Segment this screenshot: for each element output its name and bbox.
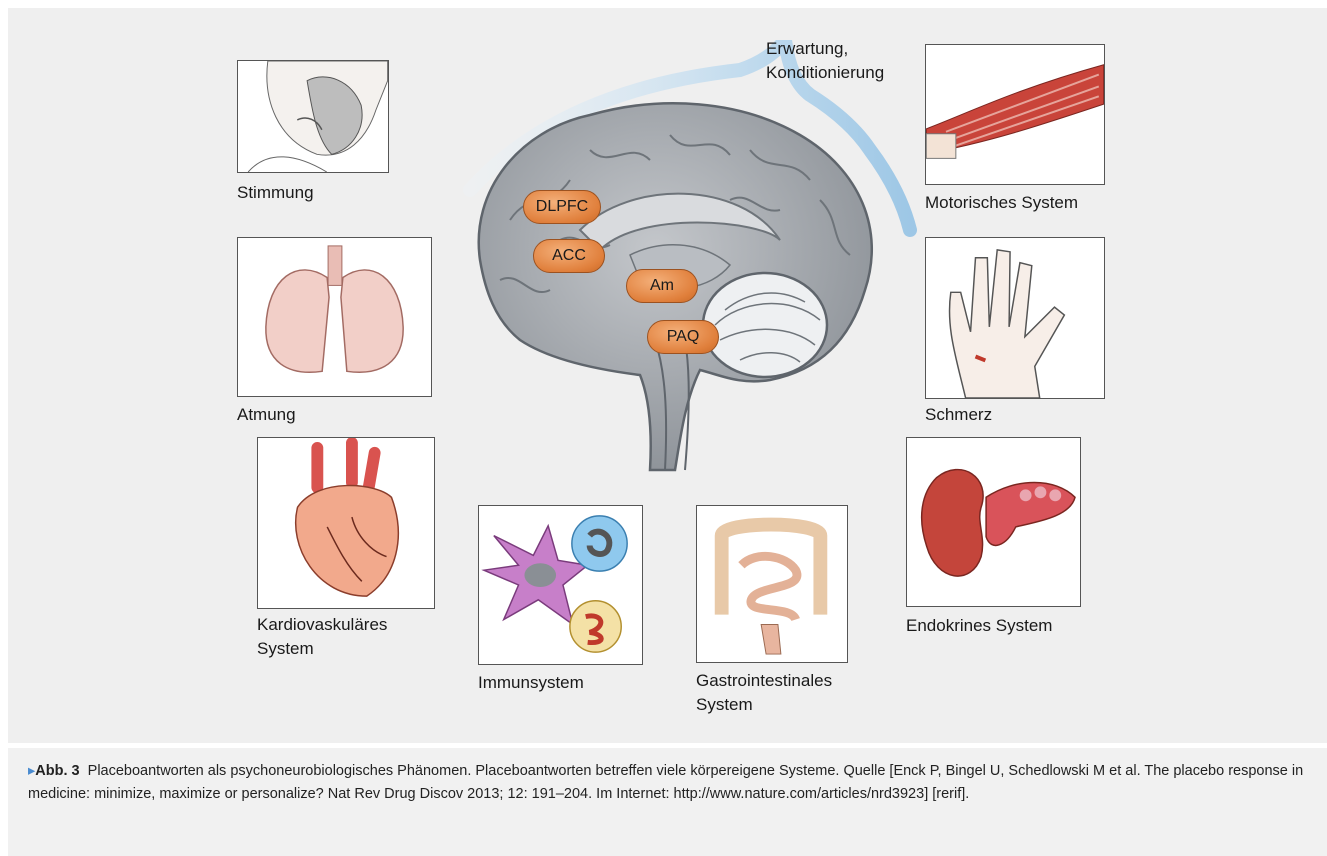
- immune-cells-icon: [479, 506, 642, 664]
- panel-stimmung: [237, 60, 389, 173]
- label-motorisch: Motorisches System: [925, 192, 1078, 214]
- caption-figure-number: Abb. 3: [35, 763, 79, 779]
- caption-text: Placeboantworten als psychoneurobiologis…: [28, 763, 1303, 802]
- label-atmung: Atmung: [237, 404, 296, 426]
- intestine-icon: [697, 506, 847, 662]
- figure-caption: ▸Abb. 3 Placeboantworten als psychoneuro…: [28, 760, 1318, 806]
- label-endokrin: Endokrines System: [906, 615, 1052, 637]
- kidney-pancreas-icon: [907, 438, 1080, 606]
- region-am: Am: [626, 269, 698, 303]
- panel-immun: [478, 505, 643, 665]
- muscle-arm-icon: [926, 45, 1104, 184]
- panel-gastro: [696, 505, 848, 663]
- label-kardio-2: System: [257, 638, 314, 660]
- lungs-icon: [238, 238, 431, 396]
- panel-kardio: [257, 437, 435, 609]
- caption-bar: ▸Abb. 3 Placeboantworten als psychoneuro…: [8, 748, 1327, 856]
- mood-face-icon: [238, 61, 388, 172]
- panel-motorisch: [925, 44, 1105, 185]
- label-gastro-2: System: [696, 694, 753, 716]
- panel-schmerz: [925, 237, 1105, 399]
- region-acc: ACC: [533, 239, 605, 273]
- label-schmerz: Schmerz: [925, 404, 992, 426]
- heart-icon: [258, 438, 434, 608]
- hand-icon: [926, 238, 1104, 398]
- brain-svg: [440, 40, 920, 480]
- panel-endokrin: [906, 437, 1081, 607]
- label-stimmung: Stimmung: [237, 182, 314, 204]
- label-gastro-1: Gastrointestinales: [696, 670, 832, 692]
- annotation-erwartung: Erwartung,: [766, 38, 848, 60]
- panel-atmung: [237, 237, 432, 397]
- label-immun: Immunsystem: [478, 672, 584, 694]
- region-paq: PAQ: [647, 320, 719, 354]
- region-dlpfc: DLPFC: [523, 190, 601, 224]
- brain-illustration: [440, 40, 920, 480]
- label-kardio-1: Kardiovaskuläres: [257, 614, 387, 636]
- annotation-konditionierung: Konditionierung: [766, 62, 884, 84]
